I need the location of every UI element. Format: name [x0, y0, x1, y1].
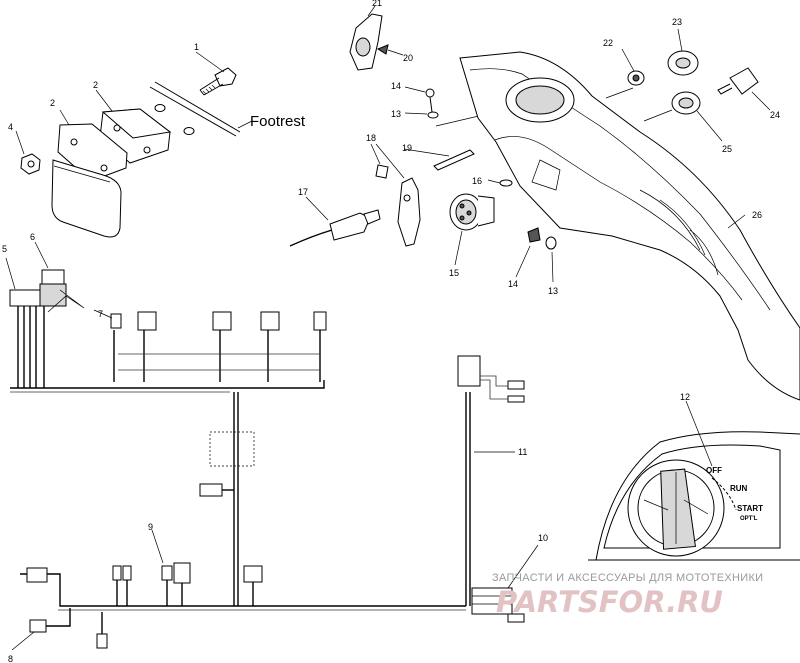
footrest-strip — [149, 81, 241, 137]
callout-20: 20 — [403, 53, 413, 63]
connector — [507, 395, 525, 403]
connector-part-5 — [5, 257, 45, 307]
callout-22: 22 — [603, 38, 613, 48]
key-part-24 — [717, 67, 771, 111]
callout-11: 11 — [518, 447, 527, 457]
connector — [313, 311, 327, 331]
bumper-block — [51, 159, 122, 238]
callout-8: 8 — [8, 654, 13, 663]
bracket-part-21 — [349, 5, 383, 71]
callout-12: 12 — [680, 392, 690, 402]
connector — [260, 311, 280, 331]
watermark: ЗАПЧАСТИ И АКСЕССУАРЫ ДЛЯ МОТОТЕХНИКИ PA… — [492, 572, 763, 619]
console-housing-part-26 — [459, 51, 800, 401]
ignition-switch-part-15 — [449, 193, 495, 266]
callout-21: 21 — [372, 0, 382, 8]
connector — [212, 311, 232, 331]
connector — [457, 355, 481, 387]
pins-part-18 — [370, 143, 405, 179]
callout-10: 10 — [538, 533, 548, 543]
washer — [154, 104, 166, 112]
callout-26: 26 — [752, 210, 762, 220]
callout-15: 15 — [449, 268, 459, 278]
switch-start-label: START — [737, 504, 763, 513]
footrest-label: Footrest — [250, 113, 306, 130]
callout-numbers: 1 2 2 4 5 6 7 8 9 10 11 12 13 13 14 14 1… — [2, 0, 780, 663]
callout-14: 14 — [508, 279, 518, 289]
cable-part-17 — [289, 196, 381, 247]
connector-part-6 — [34, 241, 85, 313]
callout-14: 14 — [391, 81, 401, 91]
callout-4: 4 — [8, 122, 13, 132]
ignition-switch-panel-part-12 — [588, 400, 800, 561]
nut-part-4 — [20, 153, 41, 175]
connector — [122, 565, 132, 581]
rod-part-19 — [403, 148, 475, 171]
screw-part-14-lower — [515, 227, 541, 278]
connector — [173, 562, 191, 584]
connector — [26, 567, 48, 583]
callout-6: 6 — [30, 232, 35, 242]
connector — [112, 565, 122, 581]
callout-13: 13 — [548, 286, 558, 296]
callout-23: 23 — [672, 17, 682, 27]
grommet-part-25 — [643, 91, 723, 142]
connector-part-9 — [161, 565, 173, 581]
connector — [507, 380, 525, 390]
callout-7: 7 — [98, 309, 103, 319]
callout-19: 19 — [402, 143, 412, 153]
switch-optional-label: OPT'L — [740, 516, 758, 522]
callout-2: 2 — [50, 98, 55, 108]
callout-1: 1 — [194, 42, 199, 52]
callout-13: 13 — [391, 109, 401, 119]
ignition-parts-group — [289, 5, 557, 283]
grommet-part-22 — [605, 48, 645, 99]
connector — [110, 313, 122, 329]
connector — [243, 565, 263, 583]
wiring-harness — [5, 241, 539, 651]
callout-24: 24 — [770, 110, 780, 120]
ignition-key-switch — [627, 459, 725, 557]
bolt-part-1 — [199, 67, 237, 96]
callout-25: 25 — [722, 144, 732, 154]
lever-part — [397, 177, 421, 247]
grommet-part-23 — [667, 28, 699, 76]
callout-17: 17 — [298, 187, 308, 197]
connector — [96, 633, 108, 649]
switch-off-label: OFF — [706, 466, 722, 475]
callout-16: 16 — [472, 176, 482, 186]
callout-9: 9 — [148, 522, 153, 532]
connector-block-part-10 — [471, 544, 539, 623]
callout-18: 18 — [366, 133, 376, 143]
connector — [137, 311, 157, 331]
screw-part-14-upper — [404, 86, 435, 113]
junction-box — [209, 431, 255, 467]
callout-5: 5 — [2, 244, 7, 254]
connector — [199, 483, 223, 497]
washer-part-16 — [487, 179, 513, 187]
callout-2: 2 — [93, 80, 98, 90]
washer-part-13-upper — [404, 111, 484, 127]
watermark-tagline: ЗАПЧАСТИ И АКСЕССУАРЫ ДЛЯ МОТОТЕХНИКИ — [492, 572, 763, 584]
screw-part-20 — [376, 44, 404, 56]
switch-run-label: RUN — [730, 484, 748, 493]
watermark-logo: PARTSFOR.RU — [496, 585, 723, 619]
footrest-bracket-group — [15, 51, 253, 238]
washer-part-13-lower — [545, 236, 557, 283]
connector-part-8 — [29, 619, 47, 633]
washer — [183, 127, 195, 135]
